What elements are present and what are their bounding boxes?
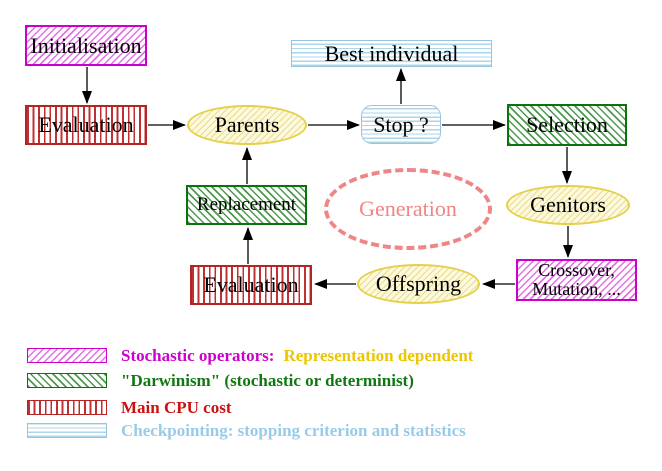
- legend-label-stochastic-operators: Stochastic operators:: [121, 345, 275, 365]
- node-evaluation-bottom: Evaluation: [190, 265, 312, 305]
- legend-swatch-darwinism: [27, 373, 107, 388]
- node-replacement-label: Replacement: [196, 194, 297, 216]
- node-best-individual: Best individual: [291, 40, 492, 67]
- legend-swatch-stochastic-operators: [27, 348, 107, 363]
- legend-label-representation-dependent: Representation dependent: [283, 345, 474, 365]
- legend-item-darwinism: "Darwinism" (stochastic or determinist): [27, 368, 414, 393]
- node-generation-label: Generation: [359, 196, 457, 221]
- crossover-line: Crossover,: [538, 260, 615, 281]
- node-initialisation-label: Initialisation: [30, 32, 142, 58]
- node-offspring-label: Offspring: [375, 271, 462, 297]
- legend-item-cpu-cost: Main CPU cost: [27, 395, 231, 420]
- node-crossover-mutation-label: Crossover, Mutation, ...: [532, 261, 621, 299]
- node-replacement: Replacement: [186, 185, 307, 225]
- node-parents-label: Parents: [214, 112, 280, 138]
- mutation-line: Mutation, ...: [532, 279, 621, 299]
- node-evaluation-bottom-label: Evaluation: [203, 272, 299, 298]
- node-selection: Selection: [507, 104, 627, 146]
- node-best-individual-label: Best individual: [324, 40, 459, 66]
- legend-item-checkpointing: Checkpointing: stopping criterion and st…: [27, 418, 466, 443]
- node-stop-label: Stop ?: [373, 111, 429, 137]
- node-evaluation-top: Evaluation: [25, 105, 147, 145]
- legend-label-cpu-cost: Main CPU cost: [121, 397, 232, 417]
- legend-swatch-checkpointing: [27, 423, 107, 438]
- legend-label-darwinism: "Darwinism" (stochastic or determinist): [121, 370, 414, 390]
- node-evaluation-top-label: Evaluation: [38, 112, 134, 138]
- node-stop: Stop ?: [361, 105, 441, 144]
- node-parents: Parents: [187, 105, 307, 145]
- legend-swatch-cpu-cost: [27, 400, 107, 415]
- legend-item-stochastic: Stochastic operators: Representation dep…: [27, 343, 473, 368]
- node-offspring: Offspring: [357, 264, 480, 304]
- node-selection-label: Selection: [526, 112, 608, 138]
- legend-label-checkpointing: Checkpointing: stopping criterion and st…: [121, 420, 466, 440]
- node-genitors: Genitors: [506, 185, 630, 225]
- node-generation: Generation: [324, 168, 492, 250]
- node-initialisation: Initialisation: [25, 25, 147, 66]
- node-crossover-mutation: Crossover, Mutation, ...: [516, 259, 637, 301]
- node-genitors-label: Genitors: [530, 192, 606, 218]
